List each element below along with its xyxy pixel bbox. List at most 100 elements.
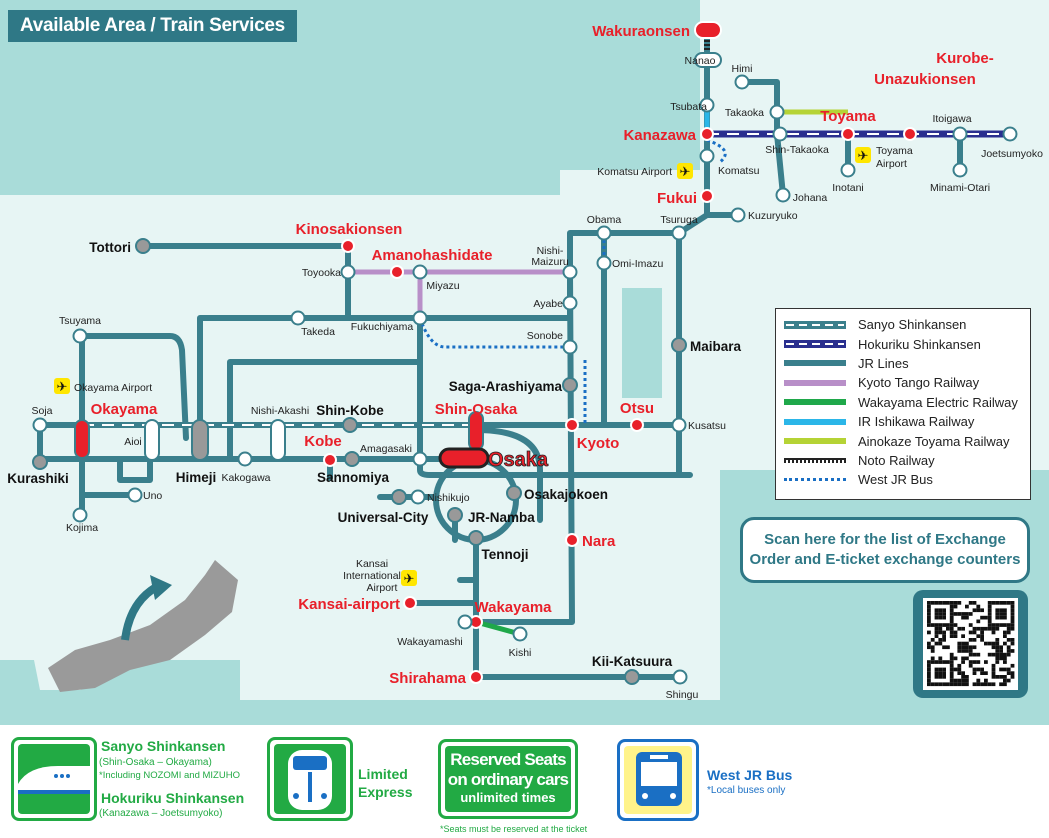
station-node[interactable] — [344, 451, 360, 467]
station-node[interactable] — [699, 148, 715, 164]
station-label: Joetsumyoko — [981, 148, 1043, 160]
station-node[interactable] — [841, 127, 855, 141]
station-node[interactable] — [596, 255, 612, 271]
station-node[interactable] — [671, 417, 687, 433]
station-label: Shingu — [666, 689, 699, 701]
station-node[interactable] — [562, 264, 578, 280]
station-node[interactable] — [775, 187, 791, 203]
station-node[interactable] — [144, 419, 160, 461]
station-label: Kyoto — [577, 435, 620, 452]
qr-code[interactable] — [923, 598, 1018, 690]
sanyo-shinkansen-title: Sanyo Shinkansen — [101, 738, 226, 754]
station-node[interactable] — [412, 451, 428, 467]
station-node[interactable] — [952, 126, 968, 142]
station-node[interactable] — [438, 447, 490, 469]
station-label: International — [343, 570, 401, 582]
station-node[interactable] — [562, 295, 578, 311]
station-node[interactable] — [624, 669, 640, 685]
station-node[interactable] — [730, 207, 746, 223]
station-node[interactable] — [840, 162, 856, 178]
station-node[interactable] — [32, 417, 48, 433]
station-node[interactable] — [562, 377, 578, 393]
station-node[interactable] — [671, 337, 687, 353]
station-label: Kusatsu — [688, 420, 726, 432]
station-label: Unazukionsen — [874, 71, 976, 88]
station-node[interactable] — [412, 310, 428, 326]
station-node[interactable] — [72, 328, 88, 344]
station-label: Johana — [793, 192, 828, 204]
station-node[interactable] — [596, 225, 612, 241]
station-node[interactable] — [390, 265, 404, 279]
station-label: Tennoji — [482, 547, 529, 562]
station-node[interactable] — [410, 489, 426, 505]
station-node[interactable] — [323, 453, 337, 467]
station-label: Kishi — [509, 647, 532, 659]
station-label: Kanazawa — [623, 127, 696, 144]
shinkansen-icon — [18, 744, 90, 814]
station-node[interactable] — [630, 418, 644, 432]
station-label: Kinosakionsen — [296, 221, 403, 238]
station-node[interactable] — [342, 417, 358, 433]
station-node[interactable] — [127, 487, 143, 503]
station-node[interactable] — [32, 454, 48, 470]
station-node[interactable] — [340, 264, 356, 280]
station-node[interactable] — [468, 530, 484, 546]
station-label: Komatsu — [718, 165, 760, 177]
station-label: Uno — [143, 490, 162, 502]
qr-code-frame[interactable] — [913, 590, 1028, 698]
station-node[interactable] — [447, 507, 463, 523]
station-node[interactable] — [1002, 126, 1018, 142]
station-node[interactable] — [903, 127, 917, 141]
station-node[interactable] — [952, 162, 968, 178]
station-node[interactable] — [772, 126, 788, 142]
legend-item: Sanyo Shinkansen — [784, 315, 1022, 334]
station-node[interactable] — [506, 485, 522, 501]
station-node[interactable] — [469, 670, 483, 684]
station-node[interactable] — [457, 614, 473, 630]
station-node[interactable] — [403, 596, 417, 610]
station-node[interactable] — [700, 127, 714, 141]
legend-label: Kyoto Tango Railway — [858, 375, 980, 391]
station-node[interactable] — [671, 225, 687, 241]
station-node[interactable] — [290, 310, 306, 326]
station-node[interactable] — [565, 533, 579, 547]
station-node[interactable] — [391, 489, 407, 505]
station-node[interactable] — [694, 52, 722, 68]
station-node[interactable] — [341, 239, 355, 253]
station-label: Maibara — [690, 339, 742, 354]
station-node[interactable] — [672, 669, 688, 685]
station-label: Fukuchiyama — [351, 321, 414, 333]
kyoto-tango-railway — [348, 269, 570, 318]
station-node[interactable] — [562, 339, 578, 355]
station-label: Sannomiya — [317, 470, 390, 485]
station-node[interactable] — [412, 264, 428, 280]
station-node[interactable] — [74, 419, 90, 459]
station-node[interactable] — [769, 104, 785, 120]
japan-inset-sea-mask — [0, 560, 235, 690]
station-node[interactable] — [512, 626, 528, 642]
kishin-line — [79, 333, 189, 441]
station-node[interactable] — [565, 418, 579, 432]
station-label: Obama — [587, 214, 622, 226]
japan-inset-map — [48, 560, 238, 692]
station-node[interactable] — [734, 74, 750, 90]
station-label: Toyama — [876, 145, 913, 157]
station-node[interactable] — [237, 451, 253, 467]
station-label: Okayama Airport — [74, 382, 152, 394]
station-node[interactable] — [270, 419, 286, 461]
limited-express-line1: Limited — [358, 766, 408, 782]
legend-item: JR Lines — [784, 354, 1022, 373]
airport-icon: ✈ — [855, 147, 871, 163]
station-node[interactable] — [72, 507, 88, 523]
station-label: Aioi — [124, 436, 142, 448]
station-label: Sonobe — [527, 330, 563, 342]
legend-swatch — [784, 457, 846, 463]
station-label: Kansai-airport — [298, 596, 400, 613]
hokuriku-shinkansen-title: Hokuriku Shinkansen — [101, 790, 245, 806]
station-node[interactable] — [694, 21, 722, 39]
station-node[interactable] — [699, 97, 715, 113]
legend-label: West JR Bus — [858, 472, 933, 488]
station-node[interactable] — [135, 238, 151, 254]
station-node[interactable] — [191, 419, 209, 461]
station-node[interactable] — [700, 189, 714, 203]
